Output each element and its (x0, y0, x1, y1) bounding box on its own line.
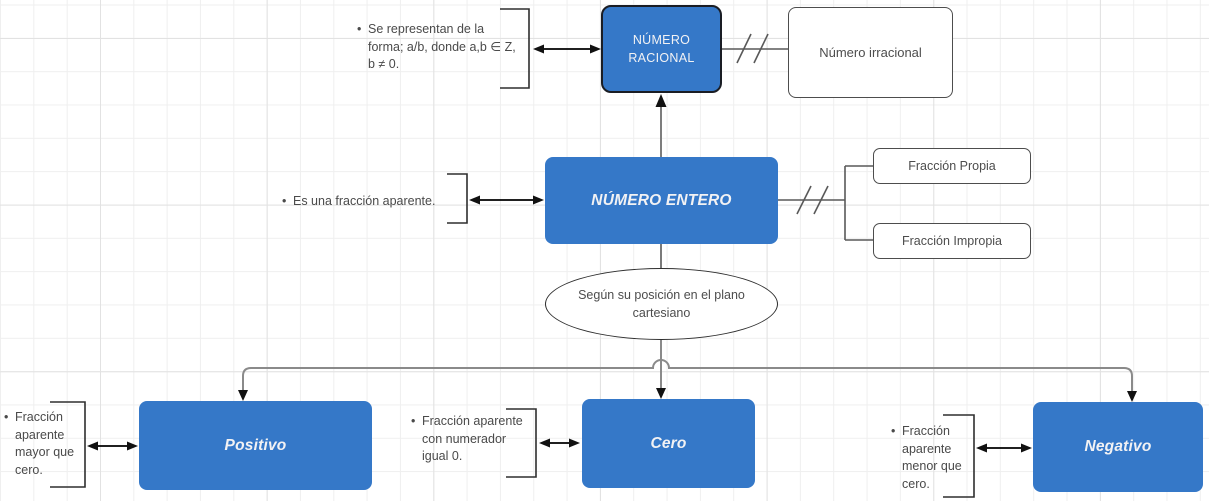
bracket-racional-note[interactable] (500, 8, 530, 89)
node-numero-entero[interactable]: NÚMERO ENTERO (545, 157, 778, 244)
annotation-positivo-text: Fracción aparente mayor que cero. (15, 410, 75, 477)
node-fraccion-propia[interactable]: Fracción Propia (873, 148, 1031, 184)
node-negativo-label: Negativo (1084, 438, 1152, 455)
bullet-icon: • (357, 22, 362, 36)
annotation-negativo[interactable]: • Fracción aparente menor que cero. (891, 423, 977, 493)
node-fraccion-impropia-label: Fracción Impropia (901, 234, 1003, 248)
annotation-positivo[interactable]: • Fracción aparente mayor que cero. (4, 409, 90, 479)
node-numero-entero-label: NÚMERO ENTERO (591, 191, 732, 209)
annotation-cero[interactable]: • Fracción aparente con numerador igual … (411, 413, 533, 466)
node-condicion-label: Según su posición en el plano cartesiano (578, 287, 745, 320)
node-cero[interactable]: Cero (582, 399, 755, 488)
bullet-icon: • (891, 424, 896, 438)
double-arrow-racional-note[interactable] (533, 44, 601, 54)
annotation-negativo-text: Fracción aparente menor que cero. (902, 424, 962, 491)
bracket-positivo-note[interactable] (50, 401, 86, 488)
double-arrow-positivo-note[interactable] (87, 441, 138, 451)
double-arrow-cero-note[interactable] (539, 438, 580, 448)
connector-racional-irracional[interactable] (722, 33, 788, 64)
double-arrow-entero-note[interactable] (469, 195, 544, 205)
node-positivo-label: Positivo (224, 436, 287, 454)
annotation-cero-text: Fracción aparente con numerador igual 0. (422, 414, 523, 463)
annotation-racional[interactable]: • Se representan de la forma; a/b, donde… (357, 21, 525, 74)
node-numero-racional-label: NÚMERO RACIONAL (628, 32, 695, 65)
node-fraccion-propia-label: Fracción Propia (908, 159, 996, 173)
bullet-icon: • (4, 410, 9, 424)
annotation-entero[interactable]: • Es una fracción aparente. (282, 193, 507, 211)
bracket-entero-note[interactable] (447, 173, 468, 224)
node-numero-irracional[interactable]: Número irracional (788, 7, 953, 98)
bullet-icon: • (411, 414, 416, 428)
node-cero-label: Cero (650, 434, 687, 452)
connector-entero-racional[interactable] (655, 94, 667, 157)
node-numero-racional[interactable]: NÚMERO RACIONAL (601, 5, 722, 93)
bracket-cero-note[interactable] (506, 408, 537, 478)
connector-condicion-hijos[interactable] (238, 340, 1137, 402)
node-negativo[interactable]: Negativo (1033, 402, 1203, 492)
double-arrow-negativo-note[interactable] (976, 443, 1032, 453)
node-condicion-ellipse[interactable]: Según su posición en el plano cartesiano (545, 268, 778, 340)
node-fraccion-impropia[interactable]: Fracción Impropia (873, 223, 1031, 259)
annotation-racional-text: Se representan de la forma; a/b, donde a… (368, 22, 516, 71)
bracket-negativo-note[interactable] (943, 414, 975, 498)
annotation-entero-text: Es una fracción aparente. (293, 194, 436, 208)
node-positivo[interactable]: Positivo (139, 401, 372, 490)
bullet-icon: • (282, 194, 287, 208)
connector-entero-fracciones[interactable] (778, 165, 873, 241)
node-numero-irracional-label: Número irracional (819, 45, 922, 60)
